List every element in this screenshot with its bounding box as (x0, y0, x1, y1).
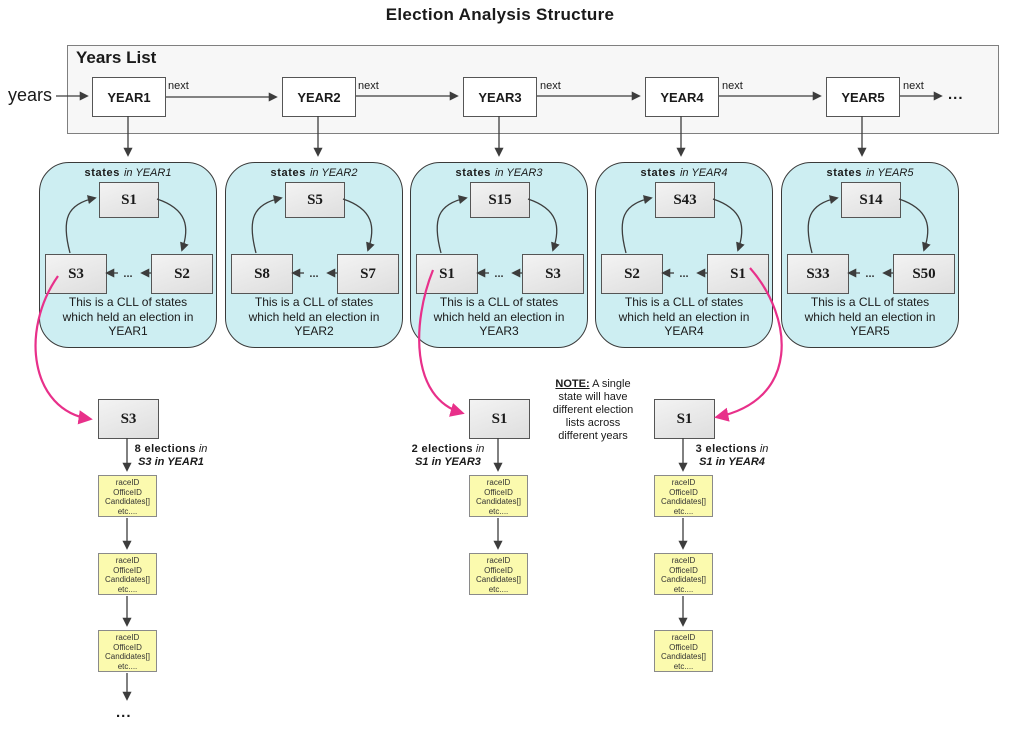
next-label: next (903, 80, 924, 92)
state-node: S14 (841, 182, 901, 218)
chain-state-node-s1-year4: S1 (654, 399, 715, 439)
chain-state-node-s3-year1: S3 (98, 399, 159, 439)
diagram-title: Election Analysis Structure (385, 5, 615, 24)
state-node: S15 (470, 182, 530, 218)
note-body: A single state will have different elect… (552, 378, 634, 442)
next-label: next (722, 80, 743, 92)
next-label: next (540, 80, 561, 92)
years-pointer-label: years (8, 85, 53, 105)
cll-ellipsis: ... (494, 268, 503, 280)
cll-ellipsis: ... (679, 268, 688, 280)
note-block: NOTE: A single state will have different… (538, 378, 648, 443)
year-node-1: YEAR1 (92, 77, 166, 117)
year-node-5: YEAR5 (826, 77, 900, 117)
next-label: next (168, 80, 189, 92)
state-node: S33 (787, 254, 849, 294)
cll-caption: This is a CLL of states which held an el… (62, 295, 194, 338)
election-record: raceID OfficeID Candidates[] etc.... (654, 553, 713, 595)
cll-caption: This is a CLL of states which held an el… (804, 295, 936, 338)
election-record: raceID OfficeID Candidates[] etc.... (98, 475, 157, 517)
state-node: S50 (893, 254, 955, 294)
state-node: S8 (231, 254, 293, 294)
election-record: raceID OfficeID Candidates[] etc.... (98, 553, 157, 595)
next-label: next (358, 80, 379, 92)
state-node: S2 (601, 254, 663, 294)
year-node-3: YEAR3 (463, 77, 537, 117)
chain-continues-ellipsis: ... (116, 704, 132, 721)
state-node: S2 (151, 254, 213, 294)
cll-ellipsis: ... (865, 268, 874, 280)
election-record: raceID OfficeID Candidates[] etc.... (654, 475, 713, 517)
state-node: S1 (99, 182, 159, 218)
election-record: raceID OfficeID Candidates[] etc.... (469, 475, 528, 517)
state-node: S1 (707, 254, 769, 294)
state-node: S7 (337, 254, 399, 294)
cll-caption: This is a CLL of states which held an el… (433, 295, 565, 338)
chain-state-node-s1-year3: S1 (469, 399, 530, 439)
state-node: S3 (45, 254, 107, 294)
cll-ellipsis: ... (123, 268, 132, 280)
election-record: raceID OfficeID Candidates[] etc.... (654, 630, 713, 672)
year-node-2: YEAR2 (282, 77, 356, 117)
state-node: S43 (655, 182, 715, 218)
years-list-title: Years List (76, 48, 157, 67)
election-record: raceID OfficeID Candidates[] etc.... (469, 553, 528, 595)
state-node: S5 (285, 182, 345, 218)
cll-ellipsis: ... (309, 268, 318, 280)
cll-caption: This is a CLL of states which held an el… (618, 295, 750, 338)
years-continues-ellipsis: ... (948, 86, 964, 103)
note-heading: NOTE: (555, 378, 590, 390)
state-node: S3 (522, 254, 584, 294)
state-node: S1 (416, 254, 478, 294)
election-record: raceID OfficeID Candidates[] etc.... (98, 630, 157, 672)
year-node-4: YEAR4 (645, 77, 719, 117)
cll-caption: This is a CLL of states which held an el… (248, 295, 380, 338)
